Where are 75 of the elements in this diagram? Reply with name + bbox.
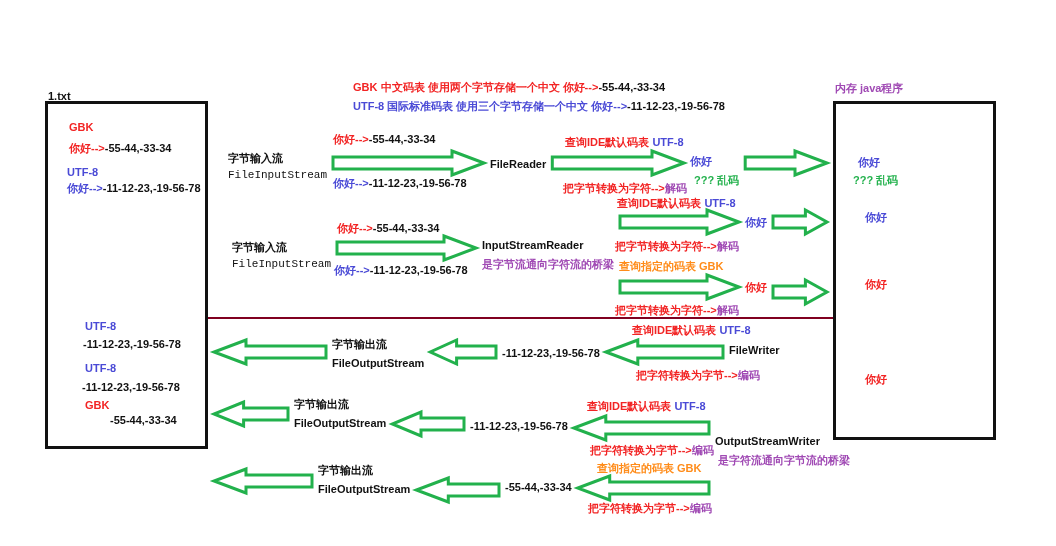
annotation-text: UTF-8 国际标准码表 使用三个字节存储一个中文 你好-->-11-12-23,-19-56-78 <box>353 99 725 113</box>
text-label: 你好 <box>865 372 887 386</box>
class-name: FileWriter <box>729 343 780 357</box>
block-arrow <box>618 207 744 237</box>
text-label: 你好 <box>865 210 887 224</box>
annotation-text: 查询指定的码表 GBK <box>597 461 702 475</box>
annotation-text: 把字符转换为字节-->编码 <box>590 443 714 457</box>
class-name: FileInputStream <box>228 168 328 182</box>
class-name: OutputStreamWriter <box>715 434 821 448</box>
block-arrow <box>601 337 725 367</box>
class-name: FileReader <box>490 157 547 171</box>
annotation-text: 把字节转换为字符-->解码 <box>563 181 687 195</box>
annotation-text: 把字节转换为字符-->解码 <box>615 239 739 253</box>
byte-values: -11-12-23,-19-56-78 <box>470 419 568 433</box>
class-name: FileOutputStream <box>294 416 387 430</box>
byte-values: 你好-->-55-44,-33-34 <box>69 141 172 155</box>
description-text: 是字节流通向字符流的桥梁 <box>482 257 614 271</box>
text-label: 你好 <box>745 280 767 294</box>
text-label: 你好 <box>745 215 767 229</box>
stream-label: 字节输入流 <box>228 151 284 165</box>
text-label: 你好 <box>690 154 713 168</box>
byte-values: -11-12-23,-19-56-78 <box>82 380 180 394</box>
block-arrow <box>771 277 831 307</box>
block-arrow <box>335 233 481 263</box>
stream-label: 字节输出流 <box>318 463 374 477</box>
block-arrow <box>569 413 711 443</box>
block-arrow <box>209 337 328 367</box>
block-arrow <box>550 148 689 178</box>
stream-label: 字节输出流 <box>294 397 350 411</box>
class-name: FileInputStream <box>232 257 332 271</box>
block-arrow <box>618 272 744 302</box>
description-text: 是字符流通向字节流的桥梁 <box>718 453 850 467</box>
annotation-text: 把字符转换为字节-->编码 <box>636 368 760 382</box>
box-title: 内存 java程序 <box>835 81 904 95</box>
block-arrow <box>210 399 290 429</box>
block-arrow <box>412 475 501 505</box>
encoding-label: UTF-8 <box>67 165 99 179</box>
byte-values: -11-12-23,-19-56-78 <box>502 346 600 360</box>
stream-label: 字节输出流 <box>332 337 388 351</box>
encoding-label: UTF-8 <box>85 361 117 375</box>
annotation-text: 把字符转换为字节-->编码 <box>588 501 712 515</box>
annotation-text: 查询IDE默认码表 UTF-8 <box>632 323 751 337</box>
annotation-text: 你好-->-55-44,-33-34 <box>337 221 440 235</box>
encoding-label: GBK <box>69 120 94 134</box>
annotation-text: 你好-->-55-44,-33-34 <box>333 132 436 146</box>
class-name: FileOutputStream <box>318 482 411 496</box>
block-arrow <box>771 207 831 237</box>
block-arrow <box>209 466 314 496</box>
garbled-text: ??? 乱码 <box>694 173 740 187</box>
block-arrow <box>573 473 711 503</box>
block-arrow <box>426 337 498 367</box>
annotation-text: 查询IDE默认码表 UTF-8 <box>565 135 684 149</box>
encoding-label: GBK <box>85 398 110 412</box>
annotation-text: GBK 中文码表 使用两个字节存储一个中文 你好-->-55-44,-33-34 <box>353 80 666 94</box>
byte-values: -55-44,-33-34 <box>110 413 177 427</box>
annotation-text: 你好-->-11-12-23,-19-56-78 <box>334 263 468 277</box>
class-name: FileOutputStream <box>332 356 425 370</box>
byte-values: -55-44,-33-34 <box>505 480 572 494</box>
byte-values: -11-12-23,-19-56-78 <box>83 337 181 351</box>
text-label: 你好 <box>865 277 887 291</box>
annotation-text: 你好-->-11-12-23,-19-56-78 <box>333 176 467 190</box>
byte-values: 你好-->-11-12-23,-19-56-78 <box>67 181 201 195</box>
annotation-text: 查询IDE默认码表 UTF-8 <box>587 399 706 413</box>
annotation-text: 查询IDE默认码表 UTF-8 <box>617 196 736 210</box>
stream-label: 字节输入流 <box>232 240 288 254</box>
block-arrow <box>388 409 466 439</box>
class-name: InputStreamReader <box>482 238 585 252</box>
text-label: 你好 <box>858 155 880 169</box>
block-arrow <box>331 148 489 178</box>
file-name-label: 1.txt <box>48 89 71 103</box>
encoding-label: UTF-8 <box>85 319 117 333</box>
garbled-text: ??? 乱码 <box>853 173 899 187</box>
annotation-text: 把字节转换为字符-->解码 <box>615 303 739 317</box>
block-arrow <box>743 148 832 178</box>
annotation-text: 查询指定的码表 GBK <box>619 259 724 273</box>
